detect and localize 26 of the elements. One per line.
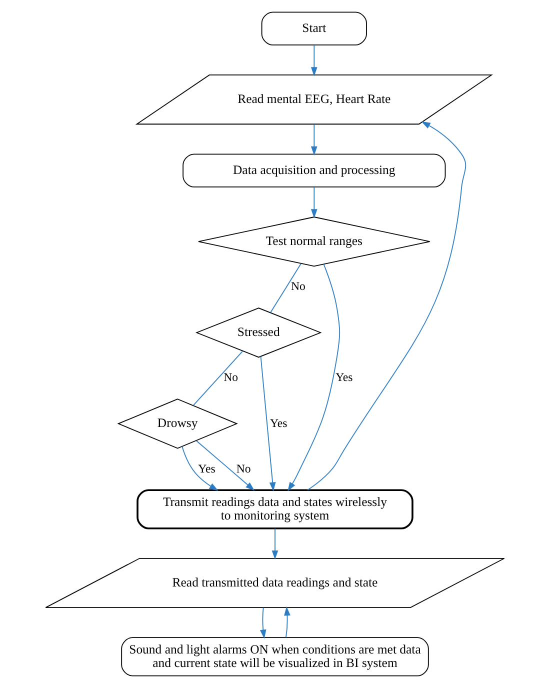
arrow bbox=[260, 607, 266, 639]
node-diamond: Drowsy bbox=[117, 398, 238, 449]
edge-label: Yes bbox=[270, 416, 288, 430]
node-box: Transmit readings data and states wirelessly to monitoring system bbox=[136, 489, 414, 530]
node-box: Start bbox=[261, 12, 367, 46]
arrow bbox=[310, 44, 318, 76]
edge-label: Yes bbox=[336, 370, 353, 384]
connector bbox=[192, 350, 244, 406]
edge-label: No bbox=[290, 279, 306, 294]
edge-label: Yes bbox=[198, 461, 216, 476]
arrow bbox=[288, 264, 340, 492]
arrow bbox=[284, 606, 290, 638]
arrow bbox=[182, 446, 218, 491]
arrow bbox=[310, 186, 318, 218]
connector bbox=[270, 263, 302, 313]
arrow bbox=[307, 121, 466, 490]
node-box: Data acquisition and processing bbox=[182, 154, 446, 188]
edge-label: No bbox=[236, 461, 251, 476]
node-diamond: Stressed bbox=[195, 308, 322, 358]
arrow bbox=[272, 528, 278, 560]
edge-label: No bbox=[224, 370, 238, 384]
arrow bbox=[310, 124, 318, 156]
node-diamond: Test normal ranges bbox=[198, 216, 430, 267]
arrow bbox=[196, 440, 255, 491]
node-box: Sound and light alarms ON when conditions are met data and current state will be visualized in BI system bbox=[121, 637, 429, 676]
arrow bbox=[260, 356, 276, 492]
